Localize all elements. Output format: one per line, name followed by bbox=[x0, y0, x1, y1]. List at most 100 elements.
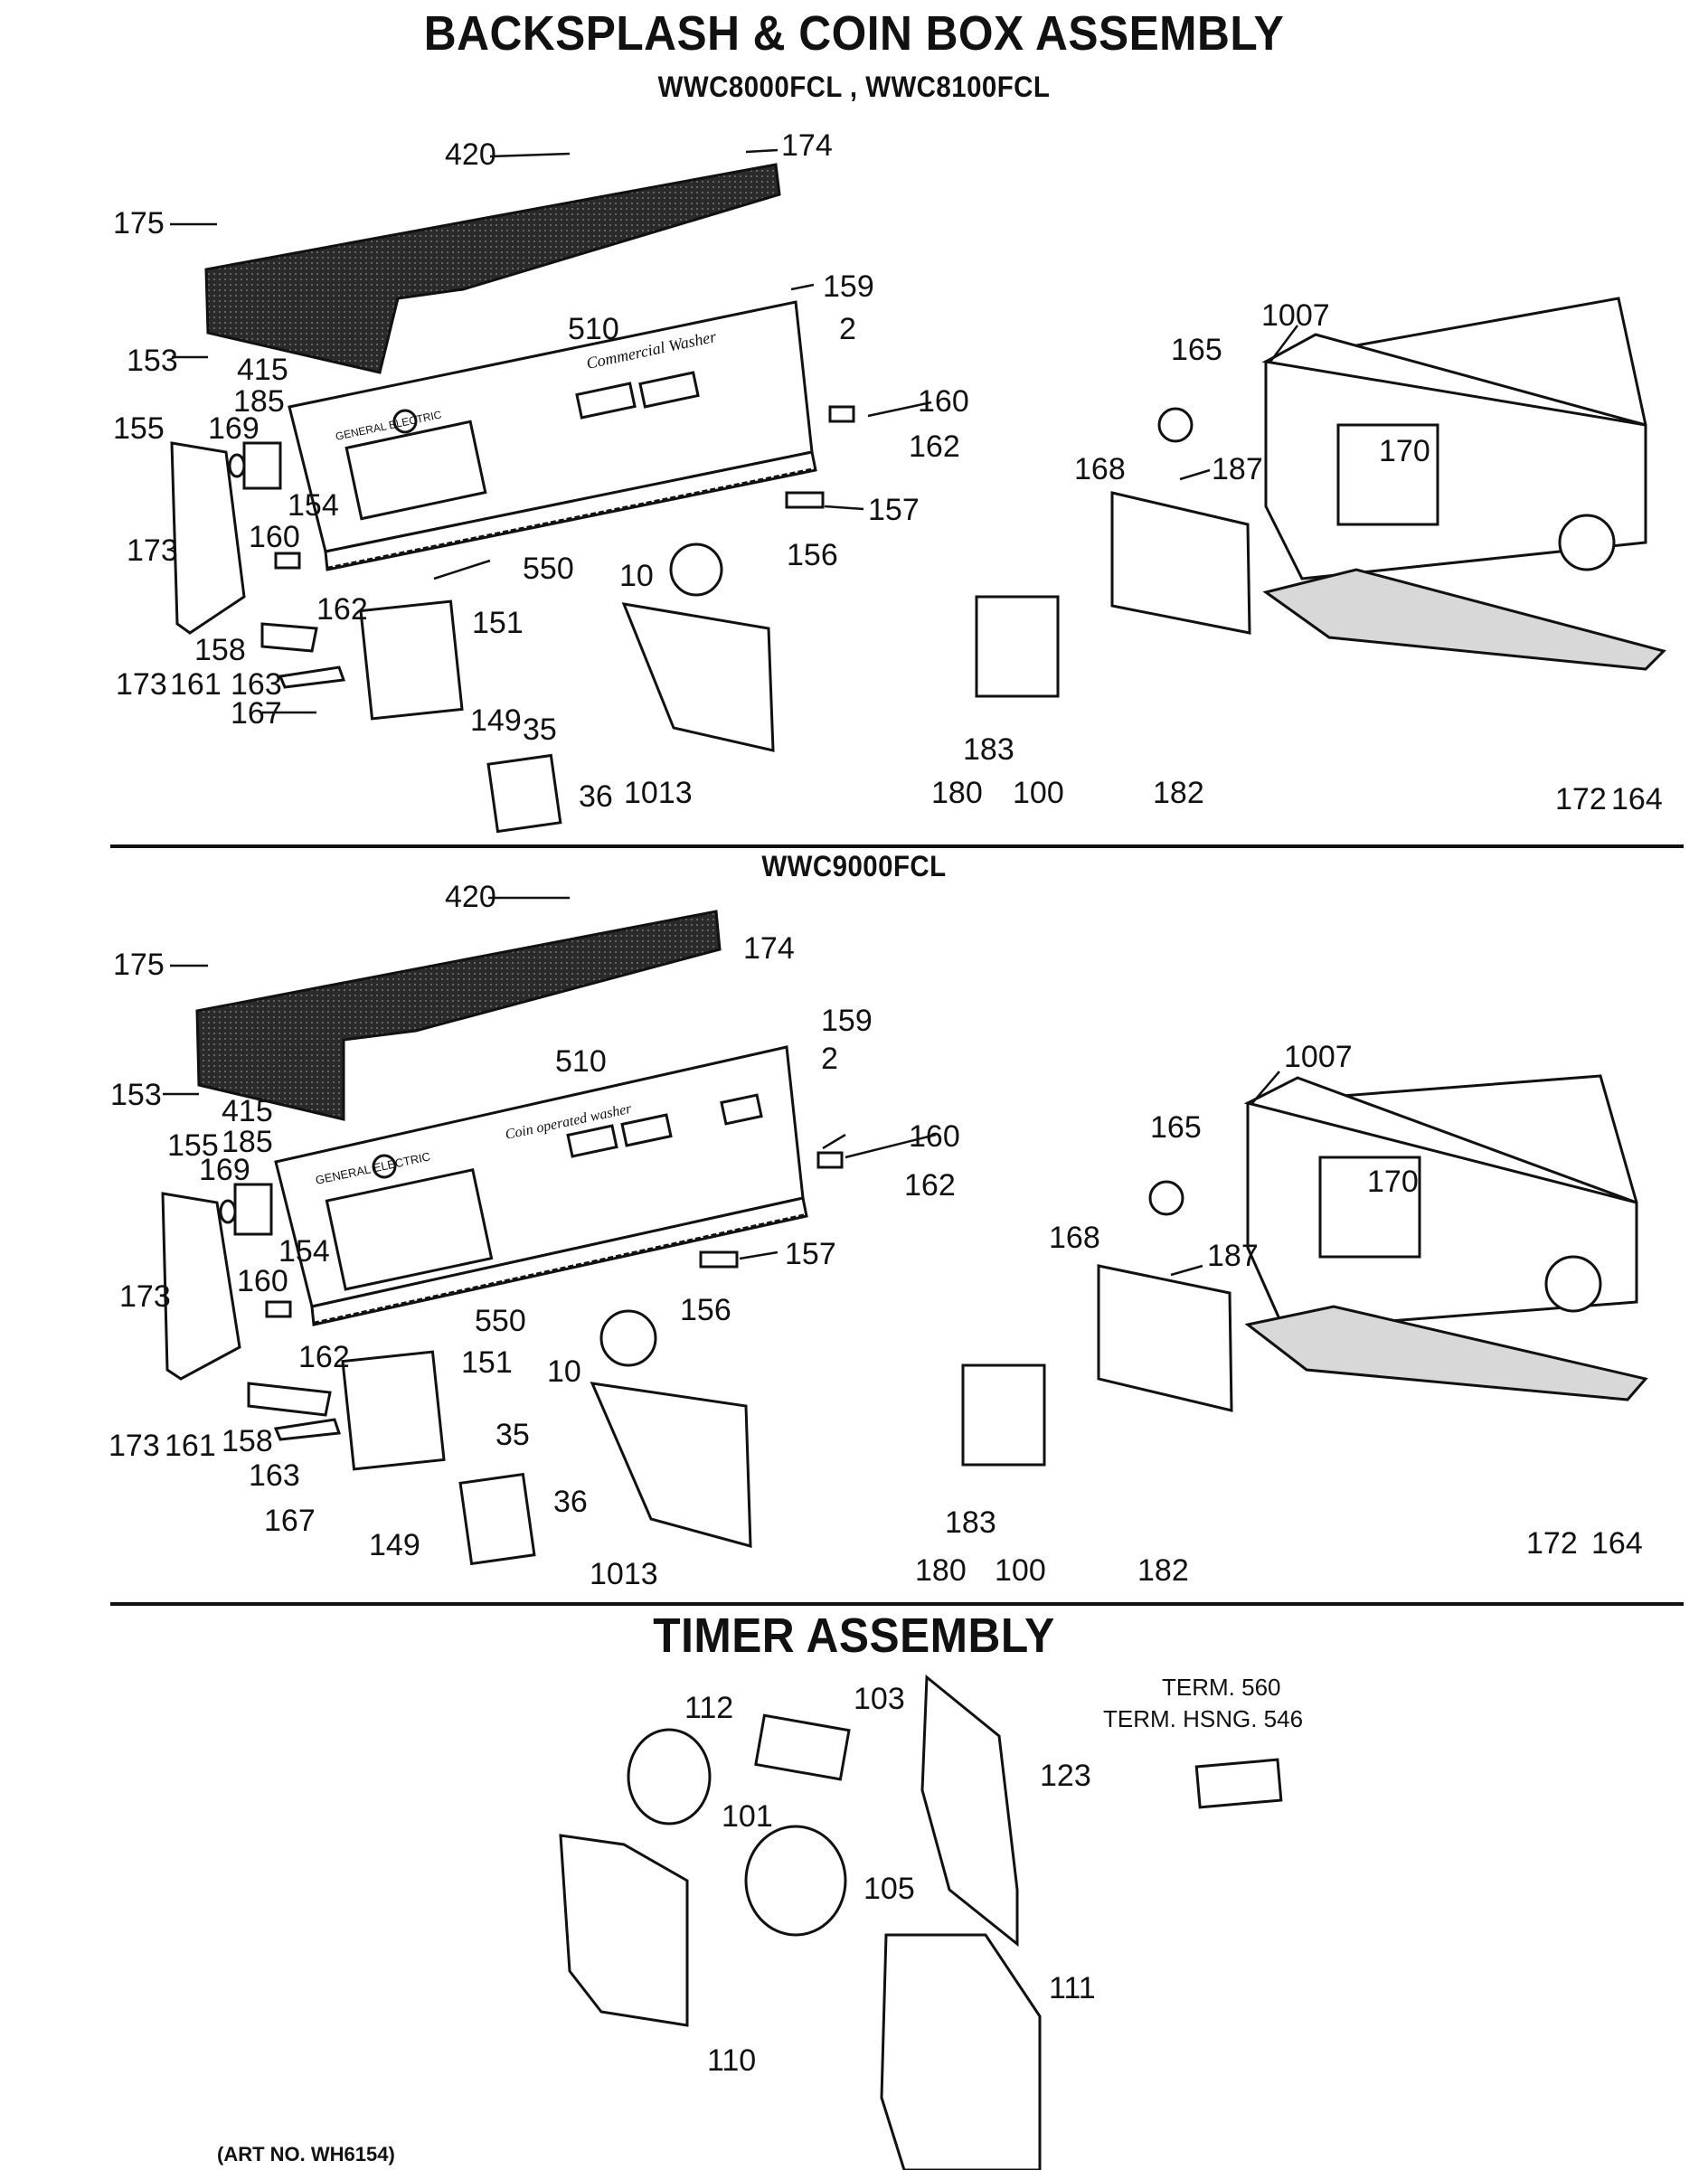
callout-163-b: 163 bbox=[249, 1458, 300, 1493]
callout-163: 163 bbox=[231, 667, 282, 702]
callouts-top: 420 174 175 159 2 510 153 415 185 160 16… bbox=[113, 128, 1663, 816]
callout-2-b: 2 bbox=[821, 1042, 838, 1076]
model-numbers-top: WWC8000FCL , WWC8100FCL bbox=[657, 71, 1051, 103]
callout-170: 170 bbox=[1379, 434, 1430, 468]
callout-154-b: 154 bbox=[278, 1234, 330, 1269]
timer-assembly-title: TIMER ASSEMBLY bbox=[653, 1609, 1055, 1663]
control-panel-2-b: GENERAL ELECTRIC Coin operated washer bbox=[274, 1045, 808, 1326]
callout-157-b: 157 bbox=[785, 1237, 836, 1271]
bottom-assembly: GENERAL ELECTRIC Coin operated washer bbox=[161, 910, 1648, 1566]
callout-155-b: 155 bbox=[167, 1128, 219, 1163]
callout-167-b: 167 bbox=[264, 1504, 316, 1538]
callout-165-b: 165 bbox=[1150, 1110, 1202, 1145]
callout-183: 183 bbox=[963, 732, 1014, 767]
callout-158: 158 bbox=[194, 633, 246, 667]
callouts-timer: 112 103 123 101 105 111 110 TERM. 560 TE… bbox=[684, 1674, 1303, 2078]
callout-1007: 1007 bbox=[1261, 298, 1330, 333]
cover-1013-b bbox=[590, 1382, 752, 1548]
callout-160-b-b: 160 bbox=[237, 1264, 288, 1298]
callout-103: 103 bbox=[854, 1682, 905, 1716]
callout-172-b: 172 bbox=[1526, 1526, 1578, 1561]
backsplash-153-b bbox=[195, 910, 722, 1121]
model-numbers-bottom: WWC9000FCL bbox=[761, 850, 947, 882]
base-164-b bbox=[1244, 1305, 1648, 1401]
callout-173-b: 173 bbox=[116, 667, 167, 702]
bracket-155-b bbox=[161, 1192, 241, 1381]
callout-36-b: 36 bbox=[553, 1485, 588, 1519]
frame-123 bbox=[920, 1674, 1019, 1948]
grommet-169 bbox=[228, 453, 246, 478]
top-assembly: GENERAL ELECTRIC Commercial Washer bbox=[170, 163, 1666, 834]
callout-185: 185 bbox=[233, 384, 285, 419]
callout-35: 35 bbox=[523, 712, 557, 747]
section-divider bbox=[110, 844, 1684, 848]
coin-box-1007-b bbox=[1243, 1074, 1638, 1331]
callout-153: 153 bbox=[127, 344, 178, 378]
callout-10-b: 10 bbox=[547, 1354, 581, 1389]
callout-173-a: 173 bbox=[127, 533, 178, 568]
plate-163-b bbox=[273, 1418, 342, 1441]
coin-box-1007 bbox=[1261, 297, 1647, 580]
callout-101: 101 bbox=[722, 1799, 773, 1834]
callout-160-b: 160 bbox=[249, 520, 300, 554]
callout-187-b: 187 bbox=[1207, 1239, 1259, 1273]
callout-180: 180 bbox=[931, 776, 983, 810]
backsplash-153 bbox=[204, 163, 781, 374]
callout-157: 157 bbox=[868, 493, 920, 527]
callout-123: 123 bbox=[1040, 1759, 1091, 1793]
callout-183-b: 183 bbox=[945, 1505, 996, 1540]
callout-161-b: 161 bbox=[165, 1429, 216, 1463]
callout-169: 169 bbox=[208, 411, 260, 446]
term-560-label: TERM. 560 bbox=[1162, 1674, 1281, 1701]
callout-550-b: 550 bbox=[475, 1304, 526, 1338]
bracket-154 bbox=[242, 441, 282, 490]
timer-assembly bbox=[559, 1674, 1283, 2170]
callout-100: 100 bbox=[1013, 776, 1064, 810]
art-number: (ART NO. WH6154) bbox=[217, 2143, 395, 2165]
callout-112: 112 bbox=[684, 1691, 733, 1725]
callout-159: 159 bbox=[823, 269, 874, 304]
callout-168-b: 168 bbox=[1049, 1221, 1100, 1255]
callout-156: 156 bbox=[787, 538, 838, 572]
base-164 bbox=[1262, 568, 1666, 671]
clip-160b bbox=[274, 552, 301, 570]
page-title: BACKSPLASH & COIN BOX ASSEMBLY bbox=[423, 6, 1285, 61]
callout-175: 175 bbox=[113, 206, 165, 241]
switch-35 bbox=[486, 753, 562, 834]
callout-154: 154 bbox=[288, 488, 339, 523]
clip-160-b2 bbox=[265, 1300, 292, 1318]
callout-510-b: 510 bbox=[555, 1044, 607, 1079]
callout-155: 155 bbox=[113, 411, 165, 446]
callout-165: 165 bbox=[1171, 333, 1222, 367]
clip-160 bbox=[828, 405, 855, 423]
callout-415: 415 bbox=[237, 353, 288, 387]
knob-10 bbox=[669, 542, 723, 597]
callout-169-b: 169 bbox=[199, 1153, 250, 1187]
callout-161: 161 bbox=[170, 667, 222, 702]
clip-160-b1 bbox=[816, 1151, 844, 1169]
star-knob-165-b bbox=[1148, 1180, 1184, 1216]
bezel-151-b bbox=[341, 1350, 446, 1471]
callout-149: 149 bbox=[470, 703, 522, 738]
bracket-158 bbox=[260, 622, 318, 653]
callout-2: 2 bbox=[839, 312, 856, 346]
callout-174: 174 bbox=[781, 128, 833, 163]
callout-175-b: 175 bbox=[113, 948, 165, 982]
callout-510: 510 bbox=[568, 312, 619, 346]
callout-159-b: 159 bbox=[821, 1004, 873, 1038]
callout-420-b: 420 bbox=[445, 880, 496, 914]
cover-111 bbox=[880, 1933, 1042, 2170]
callout-182: 182 bbox=[1153, 776, 1204, 810]
bracket-182 bbox=[1110, 491, 1251, 635]
callout-167: 167 bbox=[231, 696, 282, 731]
connector-103 bbox=[754, 1713, 851, 1781]
callout-35-b: 35 bbox=[495, 1418, 530, 1452]
callout-160-b-a: 160 bbox=[909, 1119, 960, 1154]
cam-105 bbox=[744, 1825, 847, 1937]
knob-10-b bbox=[599, 1309, 657, 1367]
callouts-bottom: 420 174 175 159 2 510 153 415 185 155 16… bbox=[109, 880, 1643, 1591]
bracket-182-b bbox=[1097, 1264, 1233, 1412]
coin-acceptor-100-b bbox=[961, 1363, 1046, 1467]
section-divider bbox=[110, 1602, 1684, 1606]
